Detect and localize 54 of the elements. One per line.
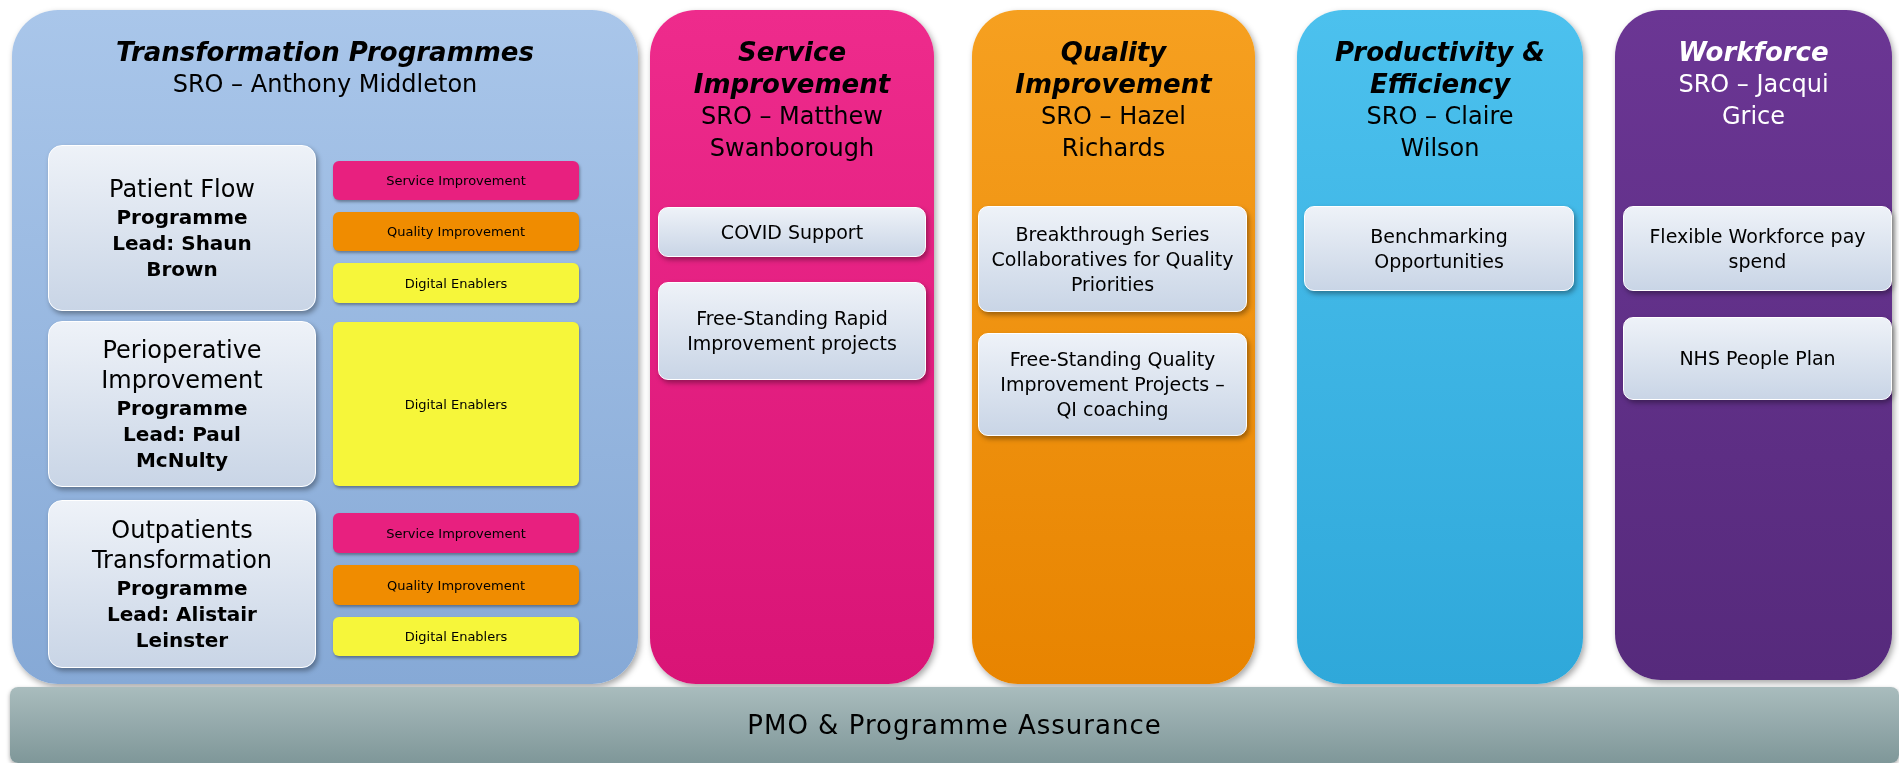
workstream-box xyxy=(1623,317,1892,400)
label-text: Digital Enablers xyxy=(404,629,508,644)
tag-pill xyxy=(333,161,579,200)
tag-pill xyxy=(333,513,579,553)
lead-text: Programme Lead: Shaun Brown xyxy=(111,204,253,282)
workstream-box xyxy=(658,282,926,380)
label-text: Benchmarking Opportunities xyxy=(1369,223,1509,274)
column-panel xyxy=(650,10,934,684)
heading: Patient Flow xyxy=(109,174,255,204)
label-text: Service Improvement xyxy=(386,173,526,188)
label-text: Digital Enablers xyxy=(404,396,508,412)
heading: Outpatients Transformation xyxy=(90,515,274,575)
programme-card xyxy=(48,500,316,668)
tag-pill xyxy=(333,565,579,605)
workstream-box xyxy=(658,207,926,257)
label-text: Free-Standing Rapid Improvement projects xyxy=(686,306,898,356)
label-text: Breakthrough Series Collaboratives for Quality Priorities xyxy=(991,221,1234,297)
programme-card xyxy=(48,145,316,311)
owner-text: SRO – Claire Wilson xyxy=(1365,101,1515,164)
label-text: Free-Standing Quality Improvement Projects – QI coaching xyxy=(999,347,1226,422)
label-text: Quality Improvement xyxy=(386,224,525,239)
column-panel xyxy=(12,10,638,684)
column-panel xyxy=(1297,10,1583,684)
heading: Productivity & Efficiency xyxy=(1334,36,1546,100)
owner-text: SRO – Anthony Middleton xyxy=(171,69,479,100)
owner-text: SRO – Hazel Richards xyxy=(1040,101,1187,164)
lead-text: Programme Lead: Alistair Leinster xyxy=(106,575,258,653)
tag-pill xyxy=(333,322,579,486)
footer-bar xyxy=(10,687,1899,763)
column-panel xyxy=(1615,10,1892,680)
label-text: Quality Improvement xyxy=(386,577,525,593)
heading: Service Improvement xyxy=(692,36,892,100)
lead-text: Programme Lead: Paul McNulty xyxy=(115,395,249,473)
tag-pill xyxy=(333,212,579,251)
heading: Transformation Programmes xyxy=(115,36,535,68)
programme-card xyxy=(48,321,316,487)
label-text: NHS People Plan xyxy=(1679,346,1836,371)
tag-pill xyxy=(333,617,579,656)
label-text: Service Improvement xyxy=(386,525,526,541)
label-text: COVID Support xyxy=(720,219,864,245)
column-panel xyxy=(972,10,1255,684)
workstream-box xyxy=(978,206,1247,312)
owner-text: SRO – Matthew Swanborough xyxy=(700,101,884,164)
tag-pill xyxy=(333,263,579,303)
heading: Quality Improvement xyxy=(1014,36,1214,100)
heading: Workforce xyxy=(1677,36,1830,68)
label-text: Flexible Workforce pay spend xyxy=(1648,223,1867,274)
label-text: Digital Enablers xyxy=(404,275,508,291)
heading: Perioperative Improvement xyxy=(100,335,264,395)
label-text: PMO & Programme Assurance xyxy=(747,710,1162,740)
workstream-box xyxy=(1623,206,1892,291)
workstream-box xyxy=(978,333,1247,436)
workstream-box xyxy=(1304,206,1574,291)
owner-text: SRO – Jacqui Grice xyxy=(1677,69,1830,132)
